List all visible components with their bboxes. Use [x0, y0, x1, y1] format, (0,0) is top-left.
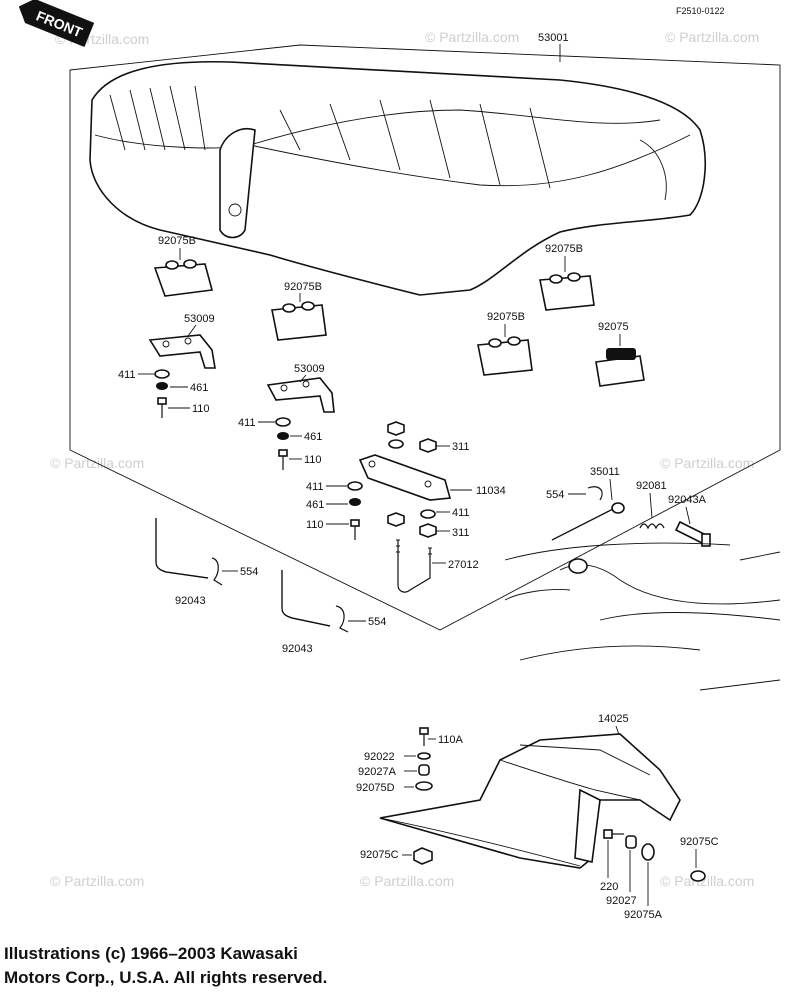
- tail-cover-14025: [379, 733, 681, 869]
- part-label-92075c: 92075C: [680, 836, 719, 848]
- part-label-92043a: 92043A: [668, 494, 707, 506]
- part-label-53001: 53001: [538, 32, 569, 44]
- part-label-92075b: 92075B: [158, 235, 196, 247]
- part-label-92075b: 92075B: [545, 243, 583, 255]
- part-label-92075a: 92075A: [624, 909, 663, 921]
- copyright-line: Motors Corp., U.S.A. All rights reserved…: [4, 968, 328, 987]
- part-label-411: 411: [452, 507, 470, 519]
- part-label-92022: 92022: [364, 751, 395, 763]
- clip-554: [335, 605, 349, 633]
- hardware-lower: [347, 481, 363, 540]
- part-label-461: 461: [190, 382, 208, 394]
- damper-block-92075b: [539, 272, 595, 311]
- lever-35011: [551, 502, 625, 541]
- bolt-110a: [419, 727, 429, 746]
- hardware-left: [154, 369, 170, 418]
- pin-92043: [155, 518, 209, 579]
- part-label-554: 554: [546, 489, 564, 501]
- leader-line: [299, 374, 307, 383]
- collar-92027a: [418, 764, 430, 776]
- nut-311: [387, 421, 437, 538]
- copyright-notice: Illustrations (c) 1966–2003 Kawasaki Mot…: [4, 942, 524, 990]
- damper-block-92075b: [271, 301, 327, 341]
- leader-line: [685, 506, 691, 525]
- assembly-boundary: [69, 44, 781, 631]
- part-label-554: 554: [240, 566, 258, 578]
- part-label-92081: 92081: [636, 480, 667, 492]
- part-label-53009: 53009: [184, 313, 215, 325]
- clip-554: [211, 557, 223, 586]
- figure-code: F2510-0122: [676, 6, 725, 16]
- part-label-35011: 35011: [590, 466, 620, 478]
- part-label-92075b: 92075B: [284, 281, 322, 293]
- pin-92043a: [674, 520, 711, 547]
- watermark-text: © Partzilla.com: [425, 29, 519, 45]
- part-label-461: 461: [304, 431, 322, 443]
- damper-92075: [595, 348, 645, 387]
- part-label-92075d: 92075D: [356, 782, 395, 794]
- damper-92075d: [415, 781, 433, 791]
- watermark-text: © Partzilla.com: [50, 873, 144, 889]
- clip-554: [587, 486, 603, 501]
- part-label-110: 110: [304, 454, 322, 466]
- screw-220: [603, 829, 624, 839]
- part-label-92075: 92075: [598, 321, 629, 333]
- part-label-14025: 14025: [598, 713, 629, 725]
- damper-92075c: [413, 847, 433, 865]
- frame-sketch: [504, 542, 781, 691]
- collar-92022: [417, 752, 431, 760]
- leader-line: [649, 492, 653, 519]
- part-label-92027a: 92027A: [358, 766, 397, 778]
- seat-bracket-53009: [148, 334, 216, 369]
- hardware-center: [275, 417, 291, 470]
- part-label-92027: 92027: [606, 895, 637, 907]
- part-label-554: 554: [368, 616, 386, 628]
- collar-92027: [625, 835, 637, 849]
- watermark-text: © Partzilla.com: [360, 873, 454, 889]
- part-label-311: 311: [452, 441, 470, 453]
- spring-92081: [639, 523, 665, 530]
- part-label-92075c: 92075C: [360, 849, 399, 861]
- watermark-text: © Partzilla.com: [660, 455, 754, 471]
- seat-53001: [89, 60, 706, 296]
- part-label-92075b: 92075B: [487, 311, 525, 323]
- part-label-461: 461: [306, 499, 324, 511]
- leader-line: [187, 324, 197, 337]
- part-label-27012: 27012: [448, 559, 479, 571]
- part-label-311: 311: [452, 527, 470, 539]
- washer-411: [388, 439, 436, 519]
- part-label-110: 110: [192, 403, 210, 415]
- hook-plate-11034: [358, 454, 452, 501]
- watermark-text: © Partzilla.com: [665, 29, 759, 45]
- part-label-11034: 11034: [476, 485, 506, 497]
- seat-bracket-53009: [266, 377, 335, 413]
- part-label-92043: 92043: [282, 643, 313, 655]
- part-label-110a: 110A: [438, 734, 464, 746]
- part-label-411: 411: [238, 417, 256, 429]
- damper-block-92075b: [477, 336, 533, 376]
- part-label-411: 411: [306, 481, 324, 493]
- damper-92075c: [690, 870, 706, 882]
- watermark-text: © Partzilla.com: [660, 873, 754, 889]
- part-label-110: 110: [306, 519, 324, 531]
- damper-92075a: [641, 843, 655, 861]
- stud-27012: [396, 539, 432, 593]
- part-label-220: 220: [600, 881, 618, 893]
- part-label-92043: 92043: [175, 595, 206, 607]
- copyright-line: Illustrations (c) 1966–2003 Kawasaki: [4, 944, 298, 963]
- part-label-53009: 53009: [294, 363, 325, 375]
- leader-line: [609, 478, 613, 501]
- pin-92043: [281, 570, 331, 627]
- part-label-411: 411: [118, 369, 136, 381]
- damper-block-92075b: [153, 259, 214, 297]
